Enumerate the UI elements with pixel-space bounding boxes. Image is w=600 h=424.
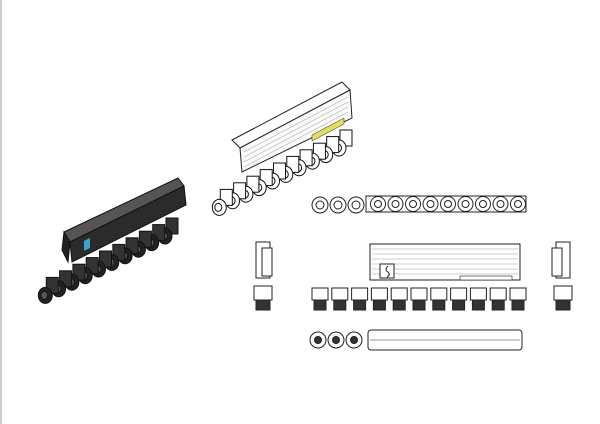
connector-bottom-inner [332, 336, 340, 344]
connector-front [430, 287, 448, 311]
connector-front-body [469, 287, 487, 301]
connector-hole [214, 202, 223, 212]
connector-front-body [489, 287, 507, 301]
connector-top-inner [351, 200, 361, 210]
connector-front [469, 287, 487, 311]
connector-front-base [372, 299, 386, 311]
connector-top-inner [374, 200, 382, 208]
front-view-connectors [311, 287, 527, 311]
connector-front [450, 287, 468, 311]
connector [211, 188, 233, 216]
connector-front [331, 287, 349, 311]
logo-mark [385, 265, 390, 278]
front-view [311, 243, 527, 311]
connector-front [311, 287, 329, 311]
connector-front-base [412, 299, 426, 311]
label-strip [459, 275, 513, 281]
connector-top-inner [333, 200, 343, 210]
connector-top-inner [461, 200, 470, 208]
connector-front [489, 287, 507, 311]
connector-top-inner [444, 200, 452, 208]
connector-front-body [370, 287, 388, 301]
connector-front-body [509, 287, 527, 301]
connector-front [390, 287, 408, 311]
connector-front [351, 287, 369, 311]
connector-front-body [331, 287, 349, 301]
dark-unit-connectors [37, 217, 179, 304]
dark-unit-isometric [37, 177, 187, 304]
connector-front-base [392, 299, 406, 311]
connector-top-inner [315, 200, 325, 210]
connector-front-base [313, 299, 327, 311]
connector-front-base [511, 299, 525, 311]
connector-top-inner [426, 200, 435, 208]
connector-front-body [410, 287, 428, 301]
label-plate [311, 117, 345, 142]
connector-top-inner [391, 200, 400, 208]
connector-top-inner [514, 200, 522, 208]
connector-front-body [351, 287, 369, 301]
connector-front-base [353, 299, 367, 311]
connector-front-body [311, 287, 329, 301]
connector-front-base [471, 299, 485, 311]
connector-front [410, 287, 428, 311]
connector-front-base [452, 299, 466, 311]
connector-top-inner [409, 200, 417, 208]
connector-front [509, 287, 527, 311]
white-unit-connectors [211, 129, 353, 216]
connector-front-base [333, 299, 347, 311]
top-view [311, 195, 527, 214]
connector-hole [40, 290, 49, 300]
side-view-right [551, 241, 573, 311]
connector-top-inner [496, 200, 505, 208]
connector-bottom-inner [314, 336, 322, 344]
connector-top-inner [479, 200, 487, 208]
connector-front-body [430, 287, 448, 301]
connector [37, 276, 59, 304]
side-view-left [253, 241, 273, 311]
status-led [84, 238, 90, 251]
connector-front-base [432, 299, 446, 311]
connector-front-body [390, 287, 408, 301]
connector-front [370, 287, 388, 311]
connector-front-base [491, 299, 505, 311]
white-unit-isometric [211, 81, 353, 216]
connector-front-body [450, 287, 468, 301]
connector-bottom-inner [350, 336, 358, 344]
bottom-view [309, 329, 523, 351]
